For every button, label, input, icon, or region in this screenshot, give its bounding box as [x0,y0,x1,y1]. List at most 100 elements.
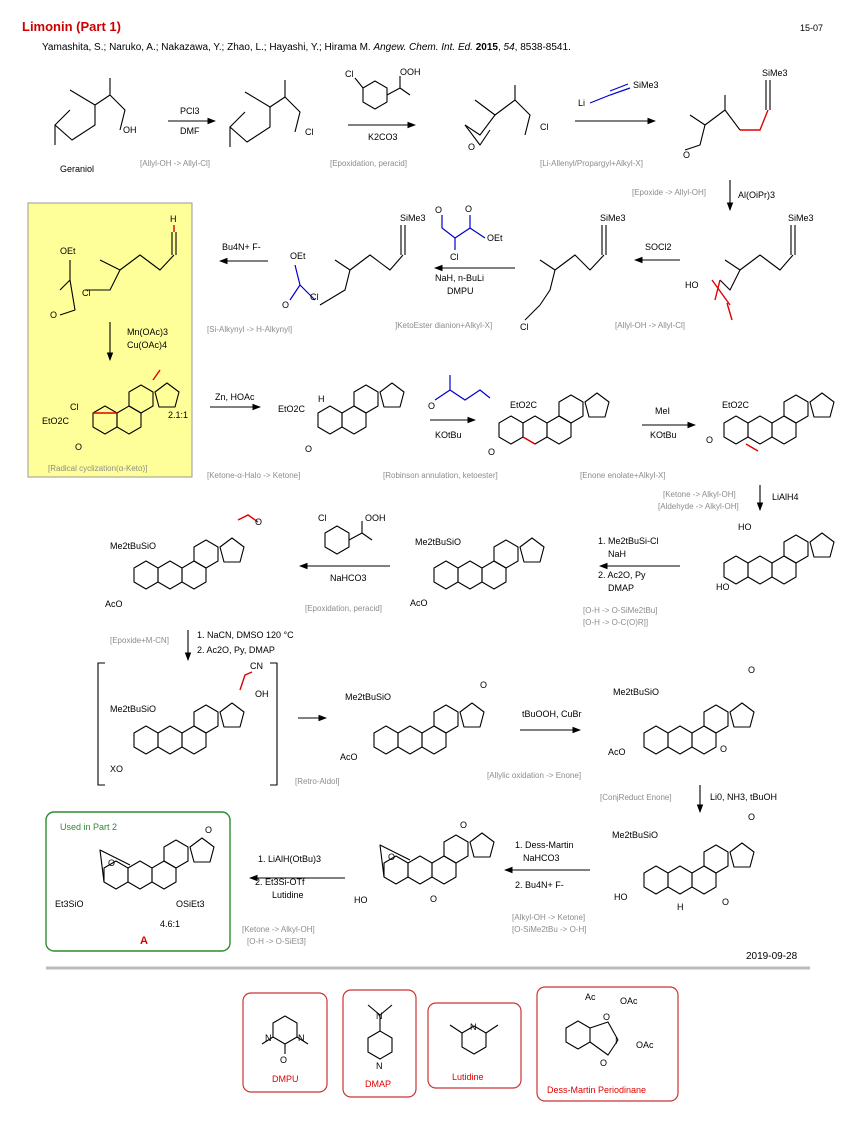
reagent-s13b: NaH [608,549,626,559]
svg-text:EtO2C: EtO2C [510,400,538,410]
note-s6: ]KetoEster dianion+Alkyl-X] [395,321,492,330]
svg-text:AcO: AcO [608,747,626,757]
note-s9: [Ketone-α-Halo -> Ketone] [207,471,300,480]
ketone-steroid-structure: Me2tBuSiO AcO O [340,680,487,762]
note-s10: [Robinson annulation, ketoester] [383,471,498,480]
terminal-alkyne-ketoester-structure: H OEt Cl O [50,214,177,320]
svg-text:Me2tBuSiO: Me2tBuSiO [612,830,658,840]
svg-text:Me2tBuSiO: Me2tBuSiO [613,687,659,697]
svg-text:CN: CN [250,661,263,671]
svg-text:EtO2C: EtO2C [722,400,750,410]
mvk-structure: O [428,375,491,411]
note-s16: [Retro-Aldol] [295,777,339,786]
reagent-s17: tBuOOH, CuBr [522,709,582,719]
used-in-part2-box [45,811,231,952]
svg-text:SiMe3: SiMe3 [400,213,426,223]
svg-text:O: O [722,897,729,907]
svg-text:Et3SiO: Et3SiO [55,899,84,909]
svg-text:EtO2C: EtO2C [42,416,70,426]
reagent-s11b: KOtBu [650,430,677,440]
note-s13b: [O-H -> O-C(O)R]] [583,618,648,627]
svg-text:OSiEt3: OSiEt3 [176,899,205,909]
reagent-s19b: NaHCO3 [523,853,560,863]
svg-text:O: O [603,1012,610,1022]
mcpba-structure-2: Cl OOH [318,513,386,555]
svg-text:OH: OH [255,689,269,699]
svg-text:Me2tBuSiO: Me2tBuSiO [415,537,461,547]
svg-text:AcO: AcO [340,752,358,762]
reagent-s13d: DMAP [608,583,634,593]
svg-text:Cl: Cl [540,122,549,132]
radical-ratio-label: 2.1:1 [168,410,188,420]
svg-text:O: O [305,444,312,454]
note-s18: [ConjReduct Enone] [600,793,672,802]
reagent-s19a: 1. Dess-Martin [515,840,574,850]
reagent-s15b: 2. Ac2O, Py, DMAP [197,645,275,655]
svg-text:Me2tBuSiO: Me2tBuSiO [345,692,391,702]
note-s17: [Allylic oxidation -> Enone] [487,771,581,780]
silyl-ketoester-structure: SiMe3 OEt Cl O [282,213,426,310]
svg-text:N: N [298,1033,305,1043]
li-reagent-structure: Li SiMe3 [578,80,659,108]
reagent-s10: KOtBu [435,430,462,440]
svg-text:Cl: Cl [318,513,327,523]
svg-text:Cl: Cl [70,402,79,412]
ketal-diketone-structure: O HO O O [354,820,494,905]
svg-text:O: O [435,205,442,215]
reagent-s20b: 2. Et3Si-OTf [255,877,305,887]
reagent-s1b: DMF [180,126,200,136]
svg-text:O: O [720,744,727,754]
svg-text:O: O [460,820,467,830]
svg-text:SiMe3: SiMe3 [633,80,659,90]
svg-text:Ac: Ac [585,992,596,1002]
reagent-s9: Zn, HOAc [215,392,255,402]
note-s12b: [Aldehyde -> Alkyl-OH] [658,502,739,511]
reagent-s4: Al(OiPr)3 [738,190,775,200]
svg-text:N: N [470,1022,477,1032]
dmap-label: DMAP [365,1079,391,1089]
svg-text:O: O [683,150,690,160]
svg-text:N: N [376,1011,383,1021]
svg-text:OEt: OEt [290,251,306,261]
svg-text:I: I [615,1036,618,1046]
note-s3: [Li-Allenyl/Propargyl+Alkyl-X] [540,159,643,168]
svg-text:EtO2C: EtO2C [278,404,306,414]
svg-text:N: N [376,1061,383,1071]
reagent-s19c: 2. Bu4N+ F- [515,880,564,890]
intermediate-brackets [97,662,278,786]
dimethyl-enone-structure: EtO2C O [706,393,834,452]
note-s15: [Epoxide+M-CN] [110,636,169,645]
svg-text:OAc: OAc [620,996,638,1006]
svg-text:O: O [108,858,115,868]
svg-text:Me2tBuSiO: Me2tBuSiO [110,704,156,714]
mcpba-structure: Cl OOH [345,67,421,110]
reagent-s7: Bu4N+ F- [222,242,261,252]
note-s7: [Si-Alkynyl -> H-Alkynyl] [207,325,292,334]
geraniol-label: Geraniol [60,164,94,174]
dmpu-label: DMPU [272,1074,299,1084]
reagent-s18: Li0, NH3, tBuOH [710,792,777,802]
svg-text:SiMe3: SiMe3 [762,68,788,78]
reagent-s15a: 1. NaCN, DMSO 120 °C [197,630,294,640]
svg-text:O: O [430,894,437,904]
svg-text:Me2tBuSiO: Me2tBuSiO [110,541,156,551]
reagent-s8a: Mn(OAc)3 [127,327,168,337]
svg-text:Cl: Cl [345,69,354,79]
svg-text:H: H [170,214,177,224]
reagent-s1a: PCl3 [180,106,200,116]
reagent-s13a: 1. Me2tBuSi-Cl [598,536,659,546]
svg-text:O: O [255,517,262,527]
note-s2: [Epoxidation, peracid] [330,159,407,168]
note-s19a: [Alkyl-OH -> Ketone] [512,913,585,922]
radical-cyclized-structure: EtO2C Cl O 2.1:1 [42,369,188,452]
note-s19b: [O-SiMe2tBu -> O-H] [512,925,586,934]
svg-text:AcO: AcO [410,598,428,608]
dechlorinated-ketoester-structure: EtO2C H O [278,383,404,454]
lutidine-label: Lutidine [452,1072,484,1082]
used-in-part2-label: Used in Part 2 [60,822,117,832]
note-s1: [Allyl-OH -> Allyl-Cl] [140,159,210,168]
svg-text:O: O [280,1055,287,1065]
alkyne-epoxide-structure: SiMe3 O [683,68,788,160]
svg-text:O: O [465,204,472,214]
